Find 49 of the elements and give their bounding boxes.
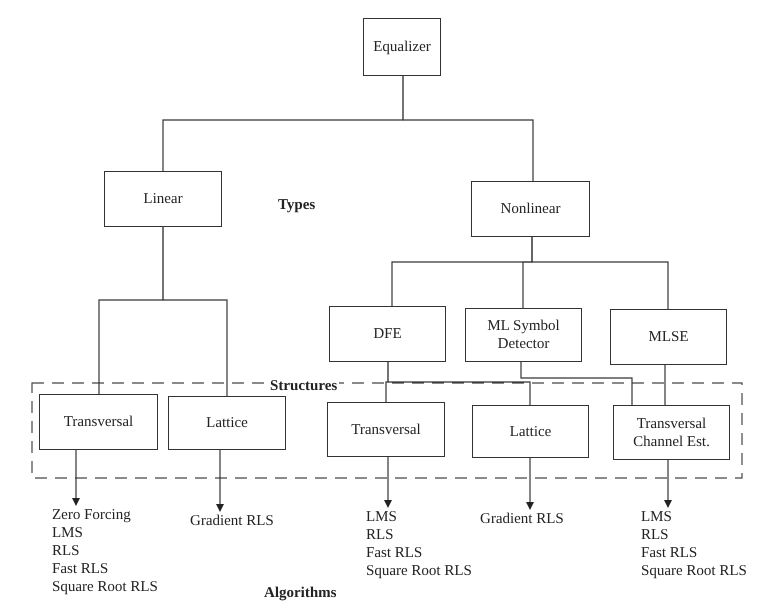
algorithm-name: LMS [641, 508, 673, 526]
node-box [104, 171, 222, 227]
connector-line [520, 362, 633, 405]
node-label: Equalizer [373, 38, 431, 56]
algorithm-name: Square Root RLS [641, 562, 748, 580]
arrow [664, 460, 672, 508]
node-label: Transversal Channel Est. [632, 414, 711, 450]
algorithm-name: Fast RLS [366, 544, 424, 562]
section-label: Types [276, 196, 318, 214]
node-box [471, 181, 590, 237]
node-box [327, 402, 445, 457]
node-label: DFE [373, 325, 402, 343]
algorithm-name: RLS [52, 542, 81, 560]
algorithm-name: Gradient RLS [190, 512, 275, 530]
node-box [39, 394, 158, 450]
node-label: Linear [143, 190, 183, 208]
node-box [168, 396, 286, 450]
node-box [472, 405, 589, 458]
algorithm-name: Fast RLS [52, 560, 110, 578]
arrow [72, 450, 80, 506]
algorithm-name: Gradient RLS [480, 510, 565, 528]
node-box [465, 308, 582, 362]
arrow [526, 458, 534, 510]
node-label: Lattice [510, 422, 552, 440]
algorithm-name: RLS [641, 526, 670, 544]
arrow [384, 457, 392, 508]
algorithm-name: Zero Forcing [52, 506, 132, 524]
node-label: Nonlinear [500, 200, 560, 218]
node-label: Lattice [206, 414, 248, 432]
connector-line [162, 227, 228, 396]
connector-line [531, 237, 669, 309]
algorithm-name: Fast RLS [641, 544, 698, 562]
arrow [216, 450, 224, 512]
algorithm-name: LMS [52, 524, 84, 542]
algorithm-name: Square Root RLS [52, 578, 159, 596]
node-box [329, 306, 446, 362]
node-label: MLSE [648, 328, 688, 346]
node-label: ML Symbol Detector [486, 317, 561, 353]
algorithm-name: RLS [366, 526, 395, 544]
node-label: Transversal [351, 420, 421, 438]
section-label: Algorithms [262, 584, 338, 602]
node-box [613, 405, 730, 460]
node-box [610, 309, 727, 365]
connector-line [664, 365, 666, 405]
connector-line [387, 362, 531, 405]
node-box [363, 18, 441, 76]
node-label: Transversal [64, 413, 134, 431]
connector-line [402, 76, 534, 181]
algorithm-name: Square Root RLS [366, 562, 473, 580]
